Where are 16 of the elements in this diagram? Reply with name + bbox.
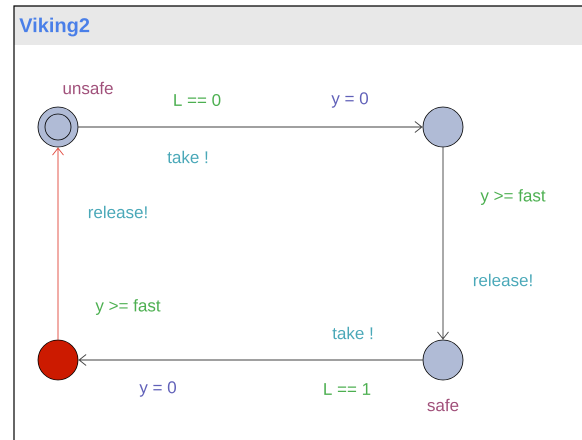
transition-label: take ! (332, 326, 372, 340)
arrow (78, 121, 423, 133)
location-name: safe (427, 398, 458, 412)
location-circle (422, 340, 464, 380)
transition-label: y = 0 (139, 381, 176, 397)
transition-label: y >= fast (480, 189, 546, 205)
location-circle (422, 106, 464, 148)
transition-label: L == 0 (174, 94, 220, 106)
location-circle (38, 340, 78, 380)
arrow (52, 147, 64, 340)
transition-label: L == 1 (324, 383, 370, 395)
arrow (78, 354, 424, 366)
transition-label: take ! (167, 150, 208, 164)
arrow (437, 146, 449, 340)
location-circle (38, 106, 78, 148)
location-name: unsafe (64, 82, 113, 94)
